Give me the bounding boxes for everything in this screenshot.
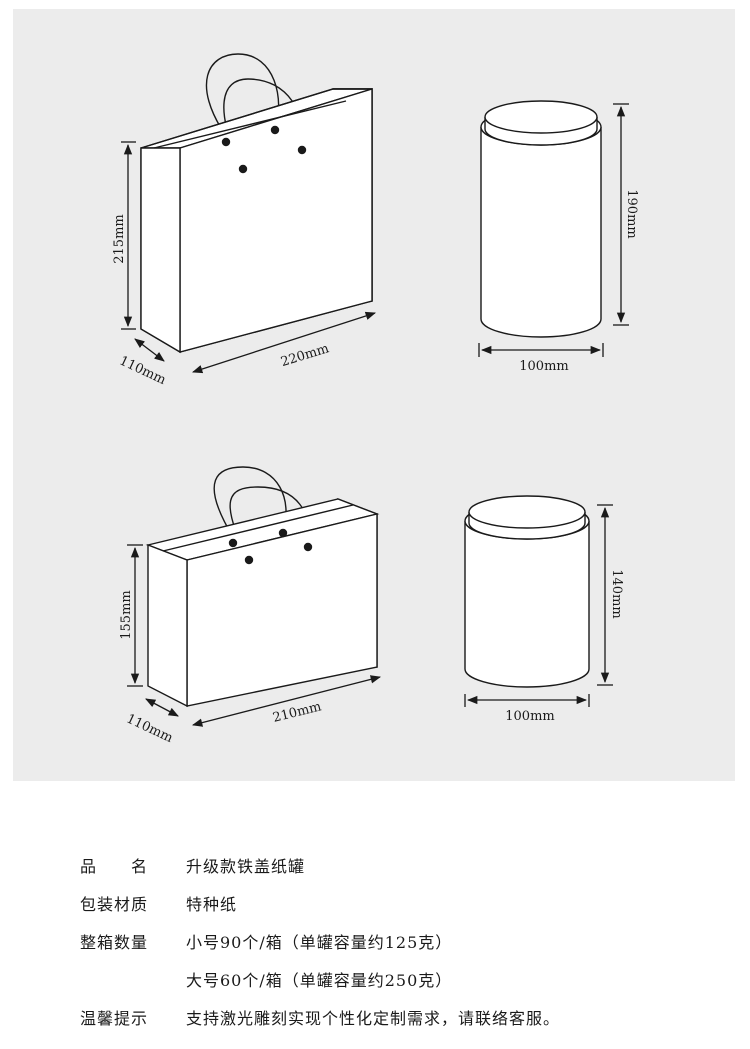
small-bag-dimensions [127, 544, 382, 727]
spec-row-quantity-large: 大号60个/箱（单罐容量约250克） [80, 960, 700, 998]
spec-label: 整箱数量 [80, 933, 149, 952]
spec-row-tip: 温馨提示 支持激光雕刻实现个性化定制需求，请联络客服。 [80, 998, 700, 1036]
small-bag-drawing [145, 466, 380, 708]
large-bag-width-label: 220mm [279, 341, 331, 370]
spec-value: 特种纸 [186, 895, 238, 914]
spec-label: 品 名 [80, 857, 149, 876]
dimension-drawings: 215mm 110mm 220mm 190mm 100mm [112, 53, 639, 747]
small-bag-depth-label: 110mm [124, 712, 175, 747]
spec-label: 包装材质 [80, 895, 149, 914]
large-can-height-label: 190mm [624, 189, 639, 238]
spec-value: 小号90个/箱（单罐容量约125克） [186, 933, 453, 952]
spec-row-quantity: 整箱数量 小号90个/箱（单罐容量约125克） [80, 922, 700, 960]
spec-label: 温馨提示 [80, 1009, 149, 1028]
product-spec-table: 品 名 升级款铁盖纸罐 包装材质 特种纸 整箱数量 小号90个/箱（单罐容量约1… [80, 846, 700, 1036]
product-diagram-panel: 215mm 110mm 220mm 190mm 100mm [13, 9, 735, 781]
small-can-height-label: 140mm [609, 569, 624, 618]
spec-value: 升级款铁盖纸罐 [186, 857, 306, 876]
small-bag-height-label: 155mm [119, 590, 134, 639]
large-bag-height-label: 215mm [112, 214, 127, 263]
small-can-diameter-label: 100mm [505, 709, 554, 724]
large-can-dimensions [478, 103, 629, 357]
spec-row-material: 包装材质 特种纸 [80, 884, 700, 922]
spec-value: 大号60个/箱（单罐容量约250克） [186, 971, 453, 990]
spec-row-name: 品 名 升级款铁盖纸罐 [80, 846, 700, 884]
small-can-dimensions [464, 504, 613, 707]
spec-value: 支持激光雕刻实现个性化定制需求，请联络客服。 [186, 1009, 561, 1028]
small-can-drawing [464, 495, 590, 688]
large-bag-drawing [140, 53, 373, 354]
large-can-drawing [480, 100, 602, 338]
large-bag-dimensions [121, 141, 376, 374]
large-can-diameter-label: 100mm [519, 359, 568, 374]
